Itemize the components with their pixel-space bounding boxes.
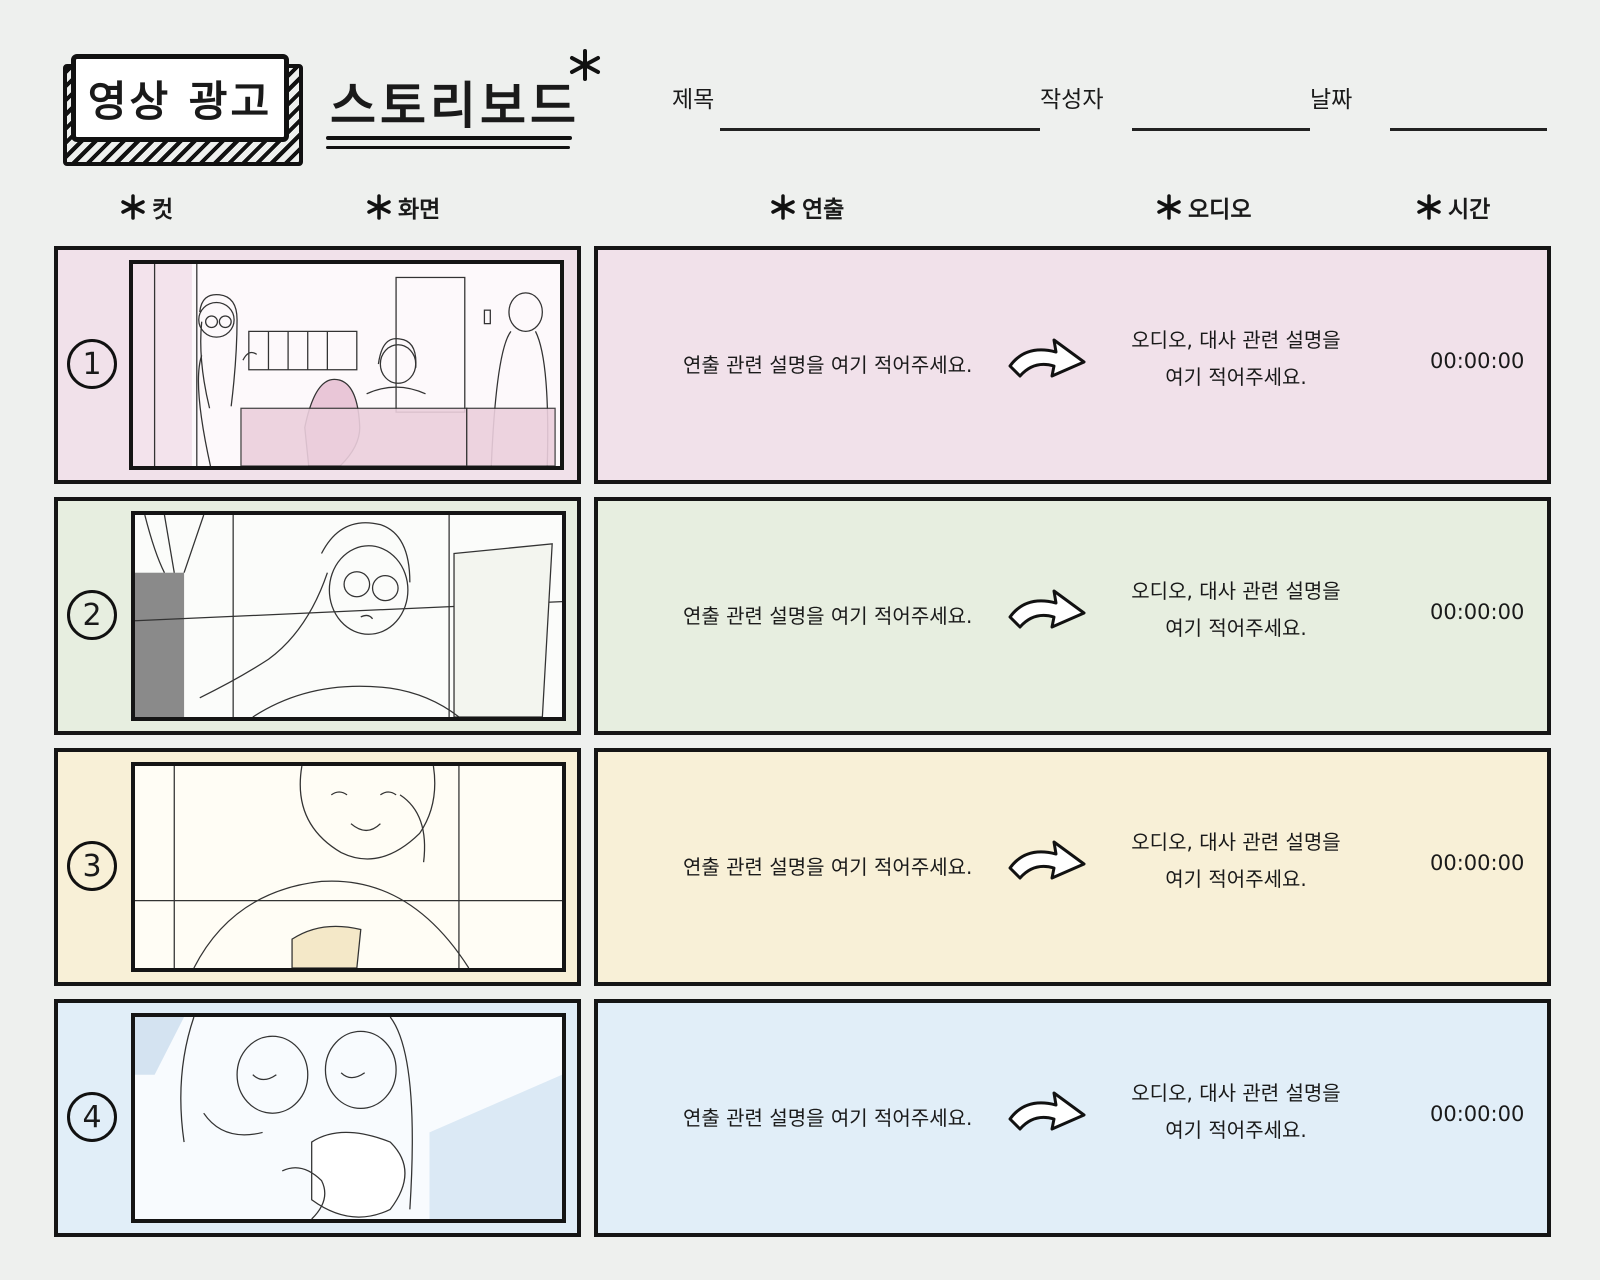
column-header-screen: 화면 [366, 190, 440, 224]
scene-sketch-smiling [135, 766, 562, 968]
cut-number: 4 [67, 1092, 117, 1142]
title-field-label: 제목 [672, 87, 715, 113]
audio-text: 오디오, 대사 관련 설명을 여기 적어주세요. [1106, 1075, 1366, 1149]
time-text: 00:00:00 [1430, 600, 1525, 624]
direction-text: 연출 관련 설명을 여기 적어주세요. [683, 604, 973, 628]
column-header-label: 오디오 [1188, 197, 1252, 223]
direction-text: 연출 관련 설명을 여기 적어주세요. [683, 353, 973, 377]
cut-number: 2 [67, 590, 117, 640]
column-header-audio: 오디오 [1156, 190, 1251, 224]
scene-sketch-drinking [135, 1017, 562, 1219]
title-field-line[interactable] [720, 128, 1040, 131]
audio-text: 오디오, 대사 관련 설명을 여기 적어주세요. [1106, 824, 1366, 898]
cut-number: 1 [67, 339, 117, 389]
audio-line: 여기 적어주세요. [1165, 616, 1307, 640]
scene-frame[interactable] [131, 762, 566, 972]
audio-text: 오디오, 대사 관련 설명을 여기 적어주세요. [1106, 322, 1366, 396]
asterisk-icon [771, 194, 795, 220]
column-header-label: 컷 [152, 197, 174, 223]
asterisk-icon [121, 194, 145, 220]
column-header-label: 화면 [398, 197, 441, 223]
direction-text: 연출 관련 설명을 여기 적어주세요. [683, 1106, 973, 1130]
column-header-cut: 컷 [120, 190, 173, 224]
scene-frame[interactable] [129, 260, 564, 470]
title-badge: 영상 광고 [57, 54, 303, 166]
arrow-icon [1008, 338, 1086, 378]
author-field-label: 작성자 [1040, 87, 1104, 113]
audio-text: 오디오, 대사 관련 설명을 여기 적어주세요. [1106, 573, 1366, 647]
time-text: 00:00:00 [1430, 1102, 1525, 1126]
column-header-label: 시간 [1448, 197, 1491, 223]
audio-line: 오디오, 대사 관련 설명을 [1131, 579, 1341, 603]
author-field-line[interactable] [1132, 128, 1310, 131]
audio-line: 여기 적어주세요. [1165, 1118, 1307, 1142]
audio-line: 오디오, 대사 관련 설명을 [1131, 830, 1341, 854]
asterisk-icon [367, 194, 391, 220]
asterisk-icon [1157, 194, 1181, 220]
scene-frame[interactable] [131, 1013, 566, 1223]
date-field-label: 날짜 [1310, 87, 1353, 113]
column-header-direction: 연출 [770, 190, 844, 224]
time-text: 00:00:00 [1430, 851, 1525, 875]
title-main: 영상 광고 [71, 54, 289, 142]
arrow-icon [1008, 1091, 1086, 1131]
arrow-icon [1008, 840, 1086, 880]
scene-sketch-office [133, 264, 560, 466]
content-box [594, 497, 1551, 735]
direction-text: 연출 관련 설명을 여기 적어주세요. [683, 855, 973, 879]
asterisk-icon [1417, 194, 1441, 220]
cut-number: 3 [67, 841, 117, 891]
audio-line: 여기 적어주세요. [1165, 867, 1307, 891]
title-underline [326, 136, 572, 140]
scene-frame[interactable] [131, 511, 566, 721]
title-sub: 스토리보드 [330, 77, 580, 135]
title-underline [326, 146, 570, 149]
audio-line: 여기 적어주세요. [1165, 365, 1307, 389]
scene-sketch-worried [135, 515, 562, 717]
audio-line: 오디오, 대사 관련 설명을 [1131, 328, 1341, 352]
column-header-label: 연출 [802, 197, 845, 223]
date-field-line[interactable] [1390, 128, 1547, 131]
asterisk-icon [570, 49, 600, 81]
column-header-time: 시간 [1416, 190, 1490, 224]
arrow-icon [1008, 589, 1086, 629]
time-text: 00:00:00 [1430, 349, 1525, 373]
audio-line: 오디오, 대사 관련 설명을 [1131, 1081, 1341, 1105]
